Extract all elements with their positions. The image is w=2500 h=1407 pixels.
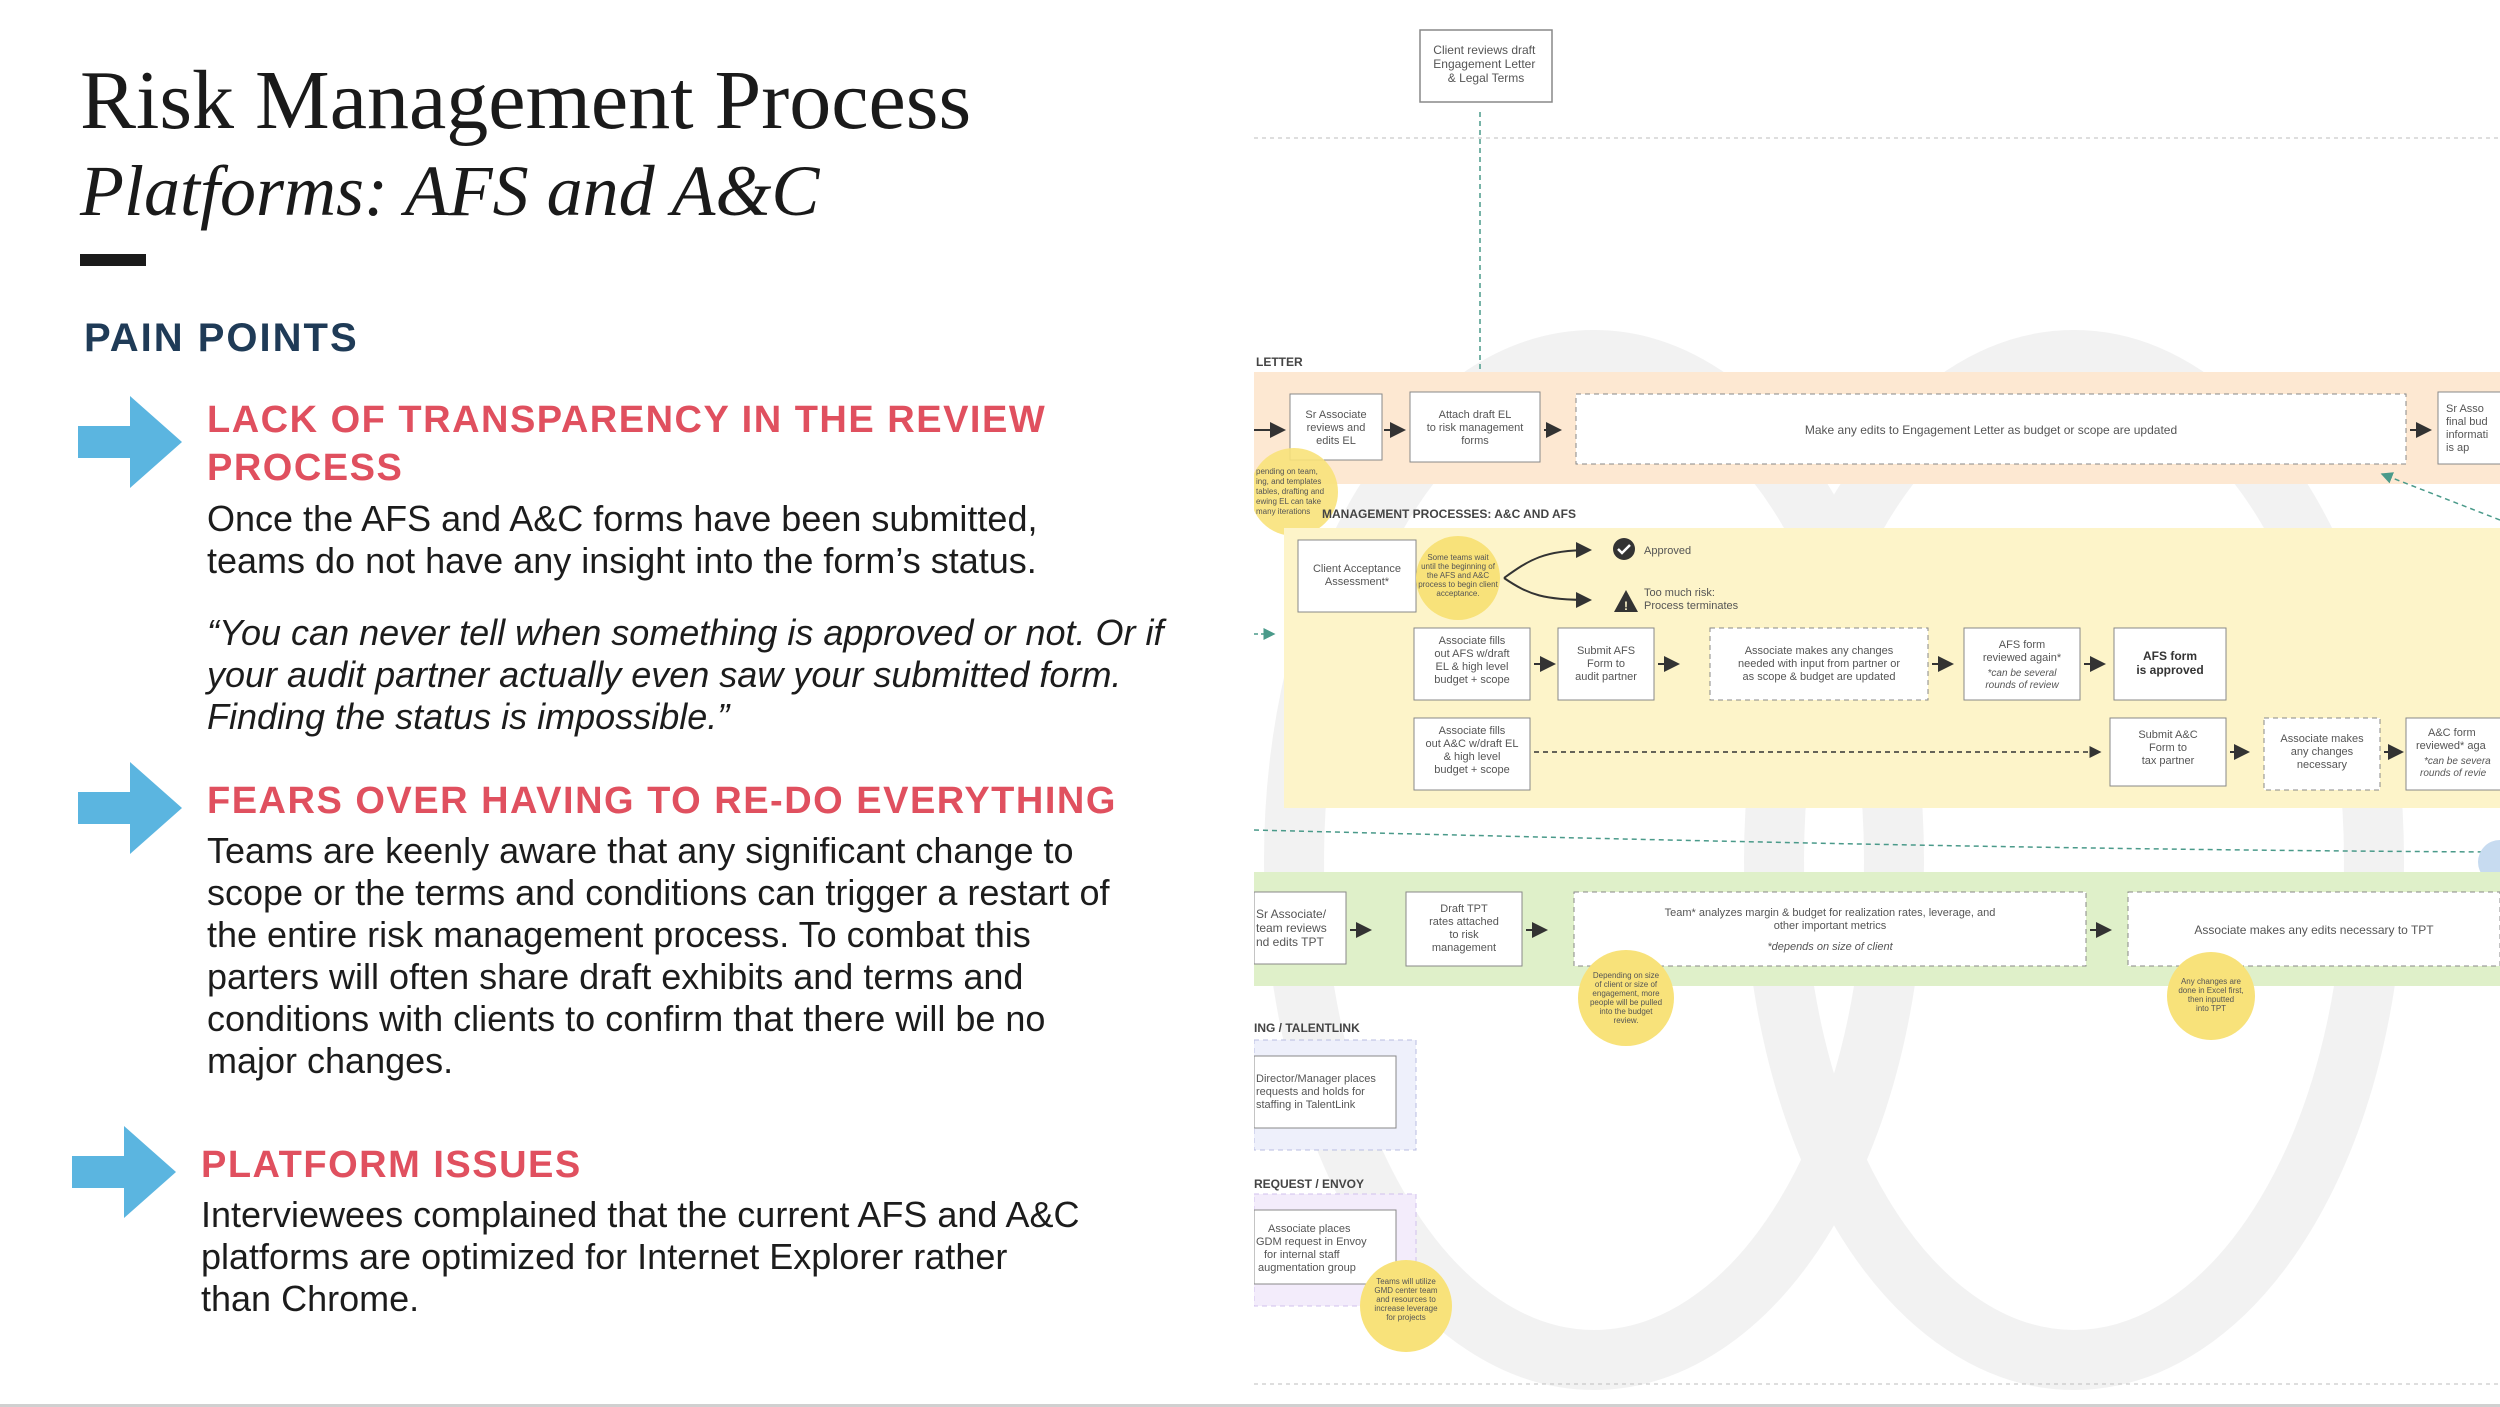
section-heading: PAIN POINTS — [84, 316, 359, 360]
box-sr-assoc-el — [1289, 393, 1383, 461]
connector — [1254, 829, 2500, 853]
box-assoc-changes — [1709, 627, 1929, 701]
note-gmd — [1360, 1260, 1452, 1352]
arrow-right-icon — [72, 1126, 176, 1218]
svg-text:Too much risk:Process terminat: Too much risk:Process terminates — [1644, 587, 1739, 612]
top-box-text: Client reviews draft Engagement Letter &… — [1433, 43, 1538, 85]
pain-point-body-1: Once the AFS and A&C forms have been sub… — [207, 498, 1038, 581]
check-icon — [1613, 538, 1635, 560]
slide-title: Risk Management Process — [80, 54, 972, 147]
process-diagram: Client reviews draft Engagement Letter &… — [1254, 0, 2500, 1407]
box-ac-changes — [2263, 717, 2381, 791]
box-afs-reviewed — [1963, 627, 2081, 701]
pain-point-quote-1: “You can never tell when something is ap… — [207, 612, 1164, 737]
box-submit-afs — [1557, 627, 1655, 701]
box-ac-fill — [1413, 717, 1531, 791]
note-client-acceptance — [1416, 536, 1500, 620]
box-team-analyzes — [1573, 891, 2087, 967]
box-afs-approved — [2113, 627, 2227, 701]
pain-points-panel: Risk Management Process Platforms: AFS a… — [72, 54, 1164, 1319]
svg-text:!: ! — [1624, 599, 1628, 613]
box-draft-tpt — [1405, 891, 1523, 967]
pain-point-body-3: Interviewees complained that the current… — [201, 1194, 1080, 1319]
note-excel — [2167, 952, 2255, 1040]
assoc-edits-tpt-text: Associate makes any edits necessary to T… — [2194, 923, 2434, 937]
box-ac-reviewed — [2405, 717, 2500, 791]
pain-point-title-3: PLATFORM ISSUES — [201, 1144, 582, 1186]
pain-point-body-2: Teams are keenly aware that any signific… — [207, 830, 1110, 1081]
slide-bottom-edge — [0, 1404, 2500, 1407]
edits-el-text: Make any edits to Engagement Letter as b… — [1805, 423, 2177, 437]
box-final-budget — [2437, 391, 2500, 465]
box-submit-ac — [2109, 717, 2227, 787]
lane-label-risk: MANAGEMENT PROCESSES: A&C AND AFS — [1322, 507, 1576, 521]
pain-point-title-2: FEARS OVER HAVING TO RE-DO EVERYTHING — [207, 780, 1117, 822]
box-sr-assoc-tpt — [1254, 891, 1347, 965]
pain-point-title-1: LACK OF TRANSPARENCY IN THE REVIEW PROCE… — [207, 399, 1047, 489]
note-iterations — [1254, 448, 1338, 536]
svg-text:Team* analyzes margin & budget: Team* analyzes margin & budget for reali… — [1665, 907, 1996, 932]
box-afs-fill — [1413, 627, 1531, 701]
note-budget-review — [1578, 950, 1674, 1046]
arrow-right-icon — [78, 762, 182, 854]
box-assoc-edits-tpt — [2127, 891, 2500, 967]
watermark-logo — [1264, 330, 2404, 1390]
box-edits-el — [1575, 393, 2407, 465]
box-envoy — [1254, 1209, 1397, 1285]
warning-icon — [1614, 590, 1638, 612]
arrow-right-icon — [78, 396, 182, 488]
lane-label-staffing: ING / TALENTLINK — [1254, 1021, 1360, 1035]
svg-text:pending on team,ing, and templ: pending on team,ing, and templatestables… — [1256, 467, 1324, 516]
team-analyzes-note: *depends on size of client — [1767, 941, 1893, 953]
approved-text: Approved — [1644, 545, 1691, 557]
lane-label-letter: LETTER — [1256, 355, 1303, 369]
box-staffing — [1254, 1055, 1397, 1129]
title-divider — [80, 254, 146, 266]
process-flow-svg: Client reviews draft Engagement Letter &… — [1254, 29, 2500, 1390]
slide-subtitle: Platforms: AFS and A&C — [80, 151, 820, 231]
lane-label-request: REQUEST / ENVOY — [1254, 1177, 1364, 1191]
top-box — [1419, 29, 1553, 103]
box-attach-el — [1409, 391, 1541, 463]
box-client-acceptance — [1297, 539, 1417, 613]
